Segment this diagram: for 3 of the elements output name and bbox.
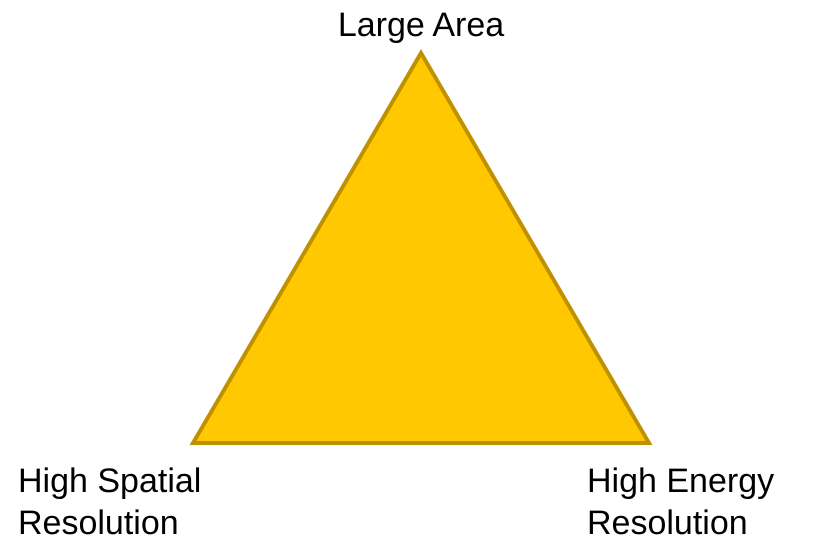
vertex-label: Large Area: [336, 5, 506, 46]
vertex-label: High Energy Resolution: [587, 461, 776, 542]
vertex-label: High Spatial Resolution: [18, 461, 202, 542]
